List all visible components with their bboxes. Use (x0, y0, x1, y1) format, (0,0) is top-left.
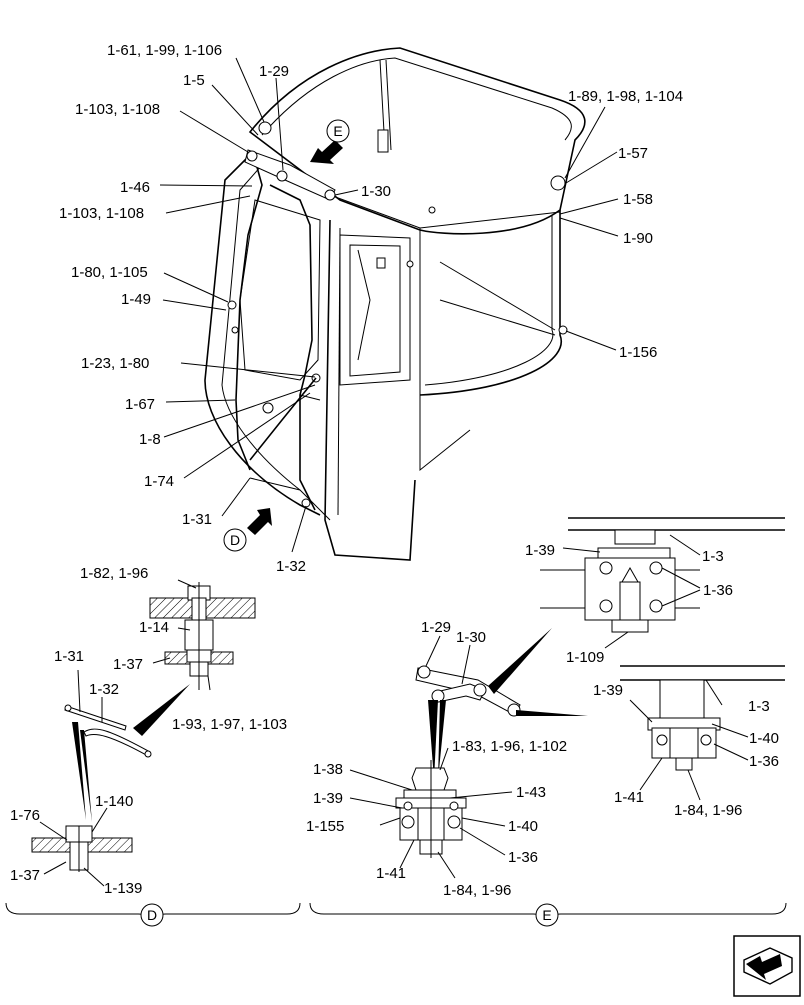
callout: 1-37 (113, 656, 143, 673)
callout: 1-155 (306, 818, 344, 835)
callout: 1-61, 1-99, 1-106 (107, 42, 222, 59)
callout: 1-39 (525, 542, 555, 559)
view-marker-d: D (230, 532, 240, 548)
view-markers: E D D E (140, 123, 559, 927)
section-label-e: E (542, 907, 551, 923)
callout: 1-89, 1-98, 1-104 (568, 88, 683, 105)
callout: 1-67 (125, 396, 155, 413)
callout: 1-74 (144, 473, 174, 490)
callout: 1-93, 1-97, 1-103 (172, 716, 287, 733)
callout: 1-83, 1-96, 1-102 (452, 738, 567, 755)
book-arrow-icon[interactable] (733, 935, 801, 997)
callout: 1-76 (10, 807, 40, 824)
callout: 1-3 (748, 698, 770, 715)
callout: 1-8 (139, 431, 161, 448)
callout: 1-103, 1-108 (75, 101, 160, 118)
callout: 1-30 (361, 183, 391, 200)
callout: 1-3 (702, 548, 724, 565)
callout: 1-46 (120, 179, 150, 196)
callout: 1-40 (508, 818, 538, 835)
leader-lines-main (159, 57, 619, 553)
callout: 1-32 (89, 681, 119, 698)
callout: 1-109 (566, 649, 604, 666)
callout: 1-14 (139, 619, 169, 636)
callout: 1-36 (703, 582, 733, 599)
callout: 1-41 (376, 865, 406, 882)
callout: 1-29 (421, 619, 451, 636)
detail-d (31, 579, 256, 887)
callout: 1-40 (749, 730, 779, 747)
callout: 1-31 (182, 511, 212, 528)
callout: 1-80, 1-105 (71, 264, 148, 281)
callout: 1-29 (259, 63, 289, 80)
callout: 1-140 (95, 793, 133, 810)
callout: 1-23, 1-80 (81, 355, 149, 372)
callout: 1-84, 1-96 (443, 882, 511, 899)
view-arrow-d (223, 508, 272, 552)
callout: 1-58 (623, 191, 653, 208)
callout: 1-5 (183, 72, 205, 89)
callout: 1-39 (313, 790, 343, 807)
section-label-d: D (147, 907, 157, 923)
callout: 1-36 (508, 849, 538, 866)
detail-e (349, 517, 785, 879)
callout: 1-43 (516, 784, 546, 801)
callout: 1-156 (619, 344, 657, 361)
view-marker-e: E (333, 123, 342, 139)
callout: 1-31 (54, 648, 84, 665)
callout: 1-32 (276, 558, 306, 575)
callout: 1-41 (614, 789, 644, 806)
callout: 1-37 (10, 867, 40, 884)
callout: 1-84, 1-96 (674, 802, 742, 819)
callout: 1-103, 1-108 (59, 205, 144, 222)
callout: 1-139 (104, 880, 142, 897)
callout: 1-36 (749, 753, 779, 770)
cab-frame (204, 47, 586, 561)
view-arrow-e (310, 119, 350, 164)
callout: 1-30 (456, 629, 486, 646)
callout: 1-90 (623, 230, 653, 247)
section-braces (5, 902, 787, 925)
callout: 1-49 (121, 291, 151, 308)
callout: 1-57 (618, 145, 648, 162)
callout: 1-82, 1-96 (80, 565, 148, 582)
callout-labels: 1-61, 1-99, 1-106 1-5 1-29 1-103, 1-108 … (10, 42, 779, 899)
callout: 1-38 (313, 761, 343, 778)
callout: 1-39 (593, 682, 623, 699)
